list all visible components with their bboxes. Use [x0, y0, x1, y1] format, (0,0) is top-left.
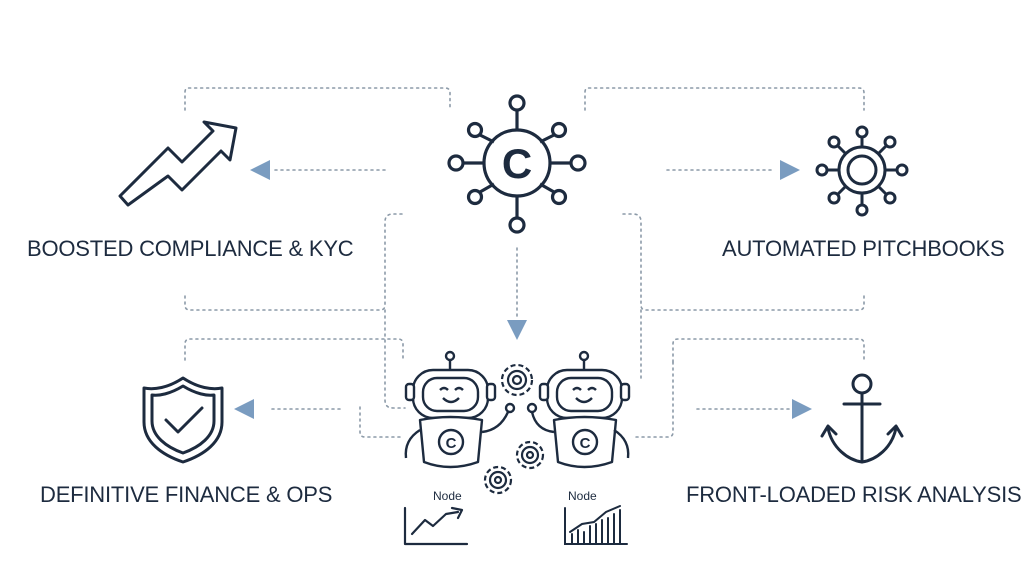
gear-icon — [483, 363, 545, 495]
node-label-right: Node — [568, 489, 597, 503]
label-compliance-kyc: BOOSTED COMPLIANCE & KYC — [27, 236, 354, 261]
anchor-icon — [820, 373, 904, 464]
left-robot-badge: C — [446, 435, 457, 452]
network-node-icon — [815, 125, 909, 217]
trending-up-arrow-icon — [118, 120, 238, 207]
label-automated-pitchbooks: AUTOMATED PITCHBOOKS — [722, 236, 1005, 261]
arrowheads — [234, 160, 812, 419]
connector-lines — [184, 87, 865, 438]
label-finance-ops: DEFINITIVE FINANCE & OPS — [40, 482, 333, 507]
shield-check-icon — [142, 376, 224, 464]
network-hub-c-icon — [447, 94, 587, 234]
hub-letter: C — [502, 140, 532, 187]
node-label-left: Node — [433, 489, 462, 503]
robot-icon — [526, 350, 631, 469]
arrow-left-bottom — [234, 399, 254, 419]
bar-chart-icon — [564, 505, 628, 545]
right-robot-badge: C — [580, 435, 591, 452]
arrow-right-top — [780, 160, 800, 180]
arrow-down-center — [507, 320, 527, 340]
line-chart-icon — [403, 506, 469, 546]
robot-icon — [404, 350, 516, 469]
arrow-left-top — [250, 160, 270, 180]
arrow-right-bottom — [792, 399, 812, 419]
label-risk-analysis: FRONT-LOADED RISK ANALYSIS — [686, 482, 1022, 507]
